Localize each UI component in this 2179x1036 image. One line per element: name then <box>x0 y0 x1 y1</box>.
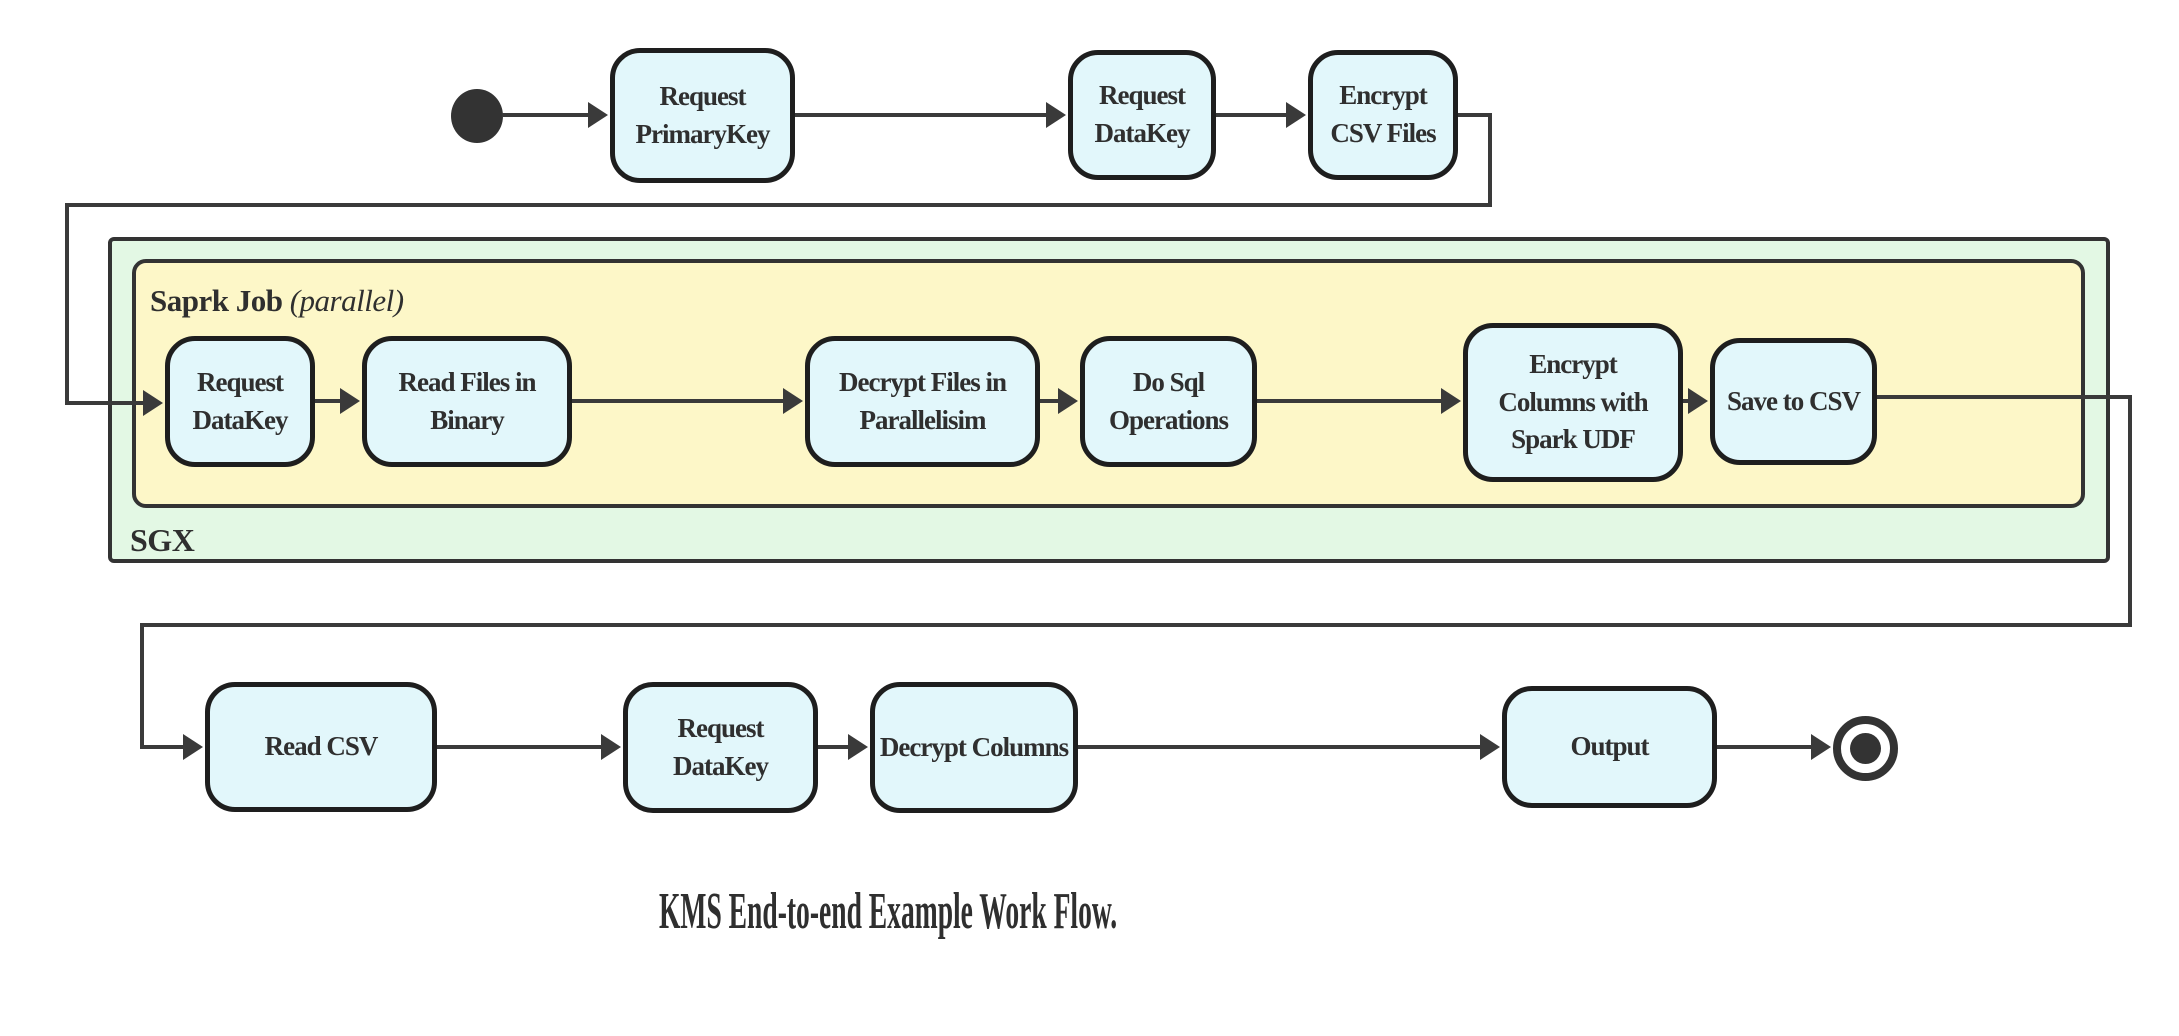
edge-start-to-request-primarykey <box>502 113 600 117</box>
arrow-head-icon <box>1480 734 1500 760</box>
state-node-request-datakey-top: Request DataKey <box>1068 50 1216 180</box>
state-node-decrypt-files-in-parallelisim: Decrypt Files in Parallelisim <box>805 336 1040 467</box>
edge-encrypt-csv-to-sgx-seg2 <box>1488 113 1492 207</box>
arrow-head-icon <box>1058 388 1078 414</box>
edge-savecsv-to-readcsv-seg4 <box>140 623 144 747</box>
edge-readcsv-to-requestdatakey <box>437 745 603 749</box>
edge-savecsv-to-readcsv-seg2 <box>2128 395 2132 627</box>
edge-savecsv-to-readcsv-seg3 <box>140 623 2132 627</box>
state-node-encrypt-csv-files: Encrypt CSV Files <box>1308 50 1458 180</box>
edge-request-primarykey-to-request-datakey <box>795 113 1050 117</box>
arrow-head-icon <box>588 102 608 128</box>
edge-encrypt-csv-to-sgx-seg3 <box>65 203 1492 207</box>
sgx-container-label: SGX <box>130 522 195 558</box>
arrow-head-icon <box>783 388 803 414</box>
arrow-head-icon <box>1688 388 1708 414</box>
edge-encryptcolumns-to-savecsv <box>1683 399 1692 403</box>
state-node-read-csv: Read CSV <box>205 682 437 812</box>
arrow-head-icon <box>1046 102 1066 128</box>
arrow-head-icon <box>601 734 621 760</box>
state-node-request-datakey-bottom: Request DataKey <box>623 682 818 813</box>
arrow-head-icon <box>143 390 163 416</box>
edge-encrypt-csv-to-sgx-seg4 <box>65 203 69 405</box>
state-node-do-sql-operations: Do Sql Operations <box>1080 336 1257 467</box>
arrow-head-icon <box>340 388 360 414</box>
edge-savecsv-to-readcsv-seg1 <box>1877 395 2132 399</box>
arrow-head-icon <box>183 734 203 760</box>
spark-job-title: Saprk Job <box>150 283 283 318</box>
diagram-caption: KMS End-to-end Example Work Flow. <box>659 883 1118 940</box>
edge-decryptfiles-to-dosql <box>1040 399 1062 403</box>
edge-dosql-to-encryptcolumns <box>1257 399 1445 403</box>
edge-requestdatakey-to-decryptcolumns <box>818 745 850 749</box>
arrow-head-icon <box>1441 388 1461 414</box>
state-node-decrypt-columns: Decrypt Columns <box>870 682 1078 813</box>
edge-request-datakey-to-encrypt-csv <box>1216 113 1292 117</box>
edge-encrypt-csv-to-sgx-seg5 <box>65 401 145 405</box>
state-node-output: Output <box>1502 686 1717 808</box>
spark-job-container-label: Saprk Job (parallel) <box>150 283 404 319</box>
state-node-read-files-in-binary: Read Files in Binary <box>362 336 572 467</box>
state-node-request-primarykey: Request PrimaryKey <box>610 48 795 183</box>
arrow-head-icon <box>1286 102 1306 128</box>
arrow-head-icon <box>1811 734 1831 760</box>
edge-readfiles-to-decryptfiles <box>572 399 787 403</box>
edge-decryptcolumns-to-output <box>1078 745 1482 749</box>
state-node-encrypt-columns-with-spark-udf: Encrypt Columns with Spark UDF <box>1463 323 1683 482</box>
edge-savecsv-to-readcsv-seg5 <box>140 745 185 749</box>
arrow-head-icon <box>848 734 868 760</box>
state-node-request-datakey-sgx: Request DataKey <box>165 336 315 467</box>
spark-job-parallel-annotation: (parallel) <box>289 283 404 318</box>
edge-encrypt-csv-to-sgx-seg1 <box>1458 113 1492 117</box>
edge-sgx-datakey-to-readfiles <box>315 399 344 403</box>
edge-output-to-end <box>1717 745 1813 749</box>
end-state-inner-dot <box>1850 733 1881 764</box>
state-node-save-to-csv: Save to CSV <box>1710 338 1877 465</box>
start-state-icon <box>451 89 503 143</box>
